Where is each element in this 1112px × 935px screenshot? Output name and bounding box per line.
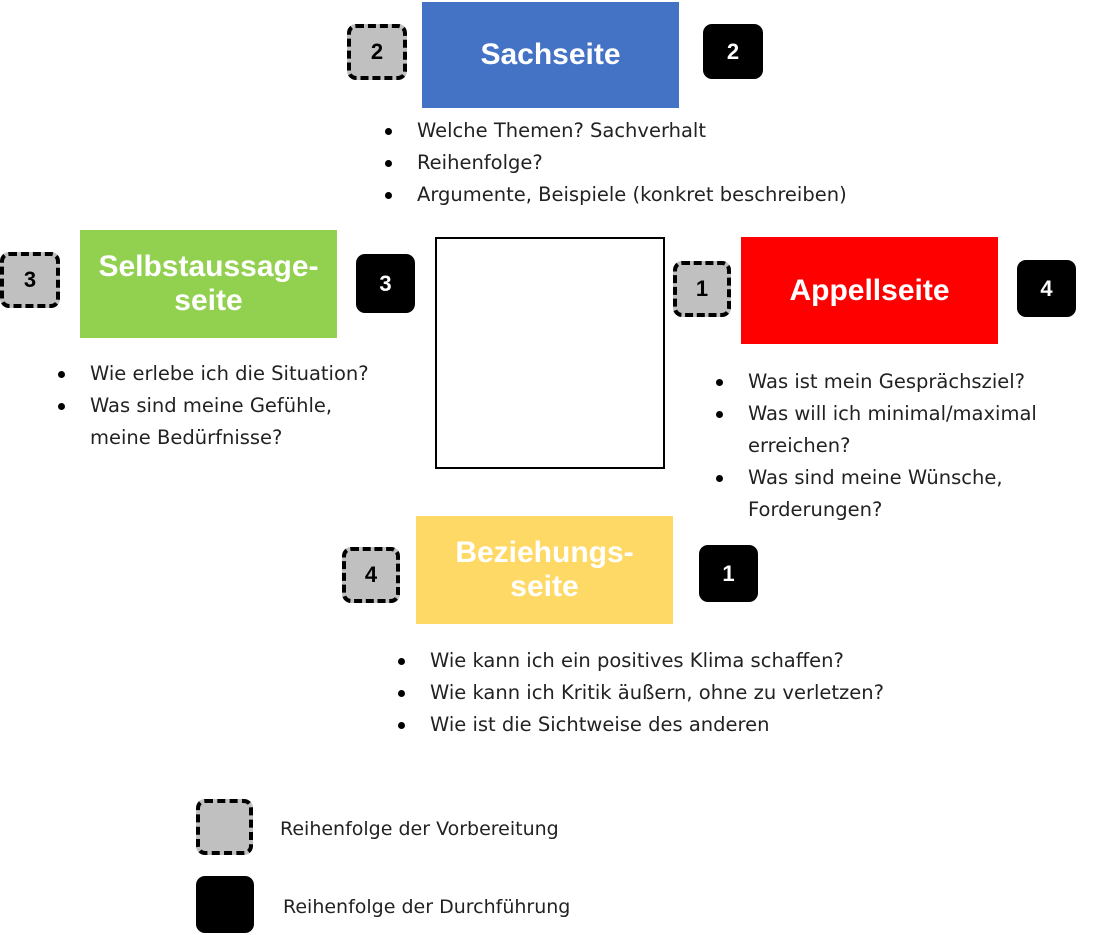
list-item: Was sind meine Wünsche, Forderungen? — [716, 462, 1058, 526]
selbstaussageseite-box: Selbstaussage- seite — [80, 230, 337, 338]
beziehung-bullet-list: Wie kann ich ein positives Klima schaffe… — [398, 645, 998, 741]
list-item: Was ist mein Gesprächsziel? — [716, 366, 1106, 398]
appell-prep-order-badge: 1 — [673, 261, 731, 317]
selbst-bullet-list: Wie erlebe ich die Situation? Was sind m… — [58, 358, 428, 454]
sach-prep-order-badge: 2 — [347, 24, 407, 80]
selbst-title-line1: Selbstaussage- — [98, 250, 319, 283]
selbst-prep-order-badge: 3 — [0, 252, 60, 308]
list-item: Wie ist die Sichtweise des anderen — [398, 709, 998, 741]
list-item: Wie kann ich Kritik äußern, ohne zu verl… — [398, 677, 998, 709]
center-box — [435, 237, 665, 469]
sachseite-box: Sachseite — [422, 2, 679, 108]
appellseite-title: Appellseite — [789, 273, 950, 307]
sachseite-title: Sachseite — [480, 38, 621, 71]
legend-exec-swatch — [196, 876, 254, 933]
appellseite-box: Appellseite — [741, 237, 998, 344]
sach-bullet-list: Welche Themen? Sachverhalt Reihenfolge? … — [385, 115, 945, 211]
beziehung-title-line2: seite — [510, 570, 579, 603]
legend-prep-label: Reihenfolge der Vorbereitung — [280, 818, 559, 840]
beziehung-exec-order-badge: 1 — [699, 545, 758, 602]
list-item: Argumente, Beispiele (konkret beschreibe… — [385, 179, 945, 211]
beziehung-title-line1: Beziehungs- — [455, 536, 634, 569]
appell-bullet-list: Was ist mein Gesprächsziel? Was will ich… — [716, 366, 1106, 526]
legend-prep-swatch — [196, 799, 253, 855]
list-item: Wie erlebe ich die Situation? — [58, 358, 428, 390]
appell-exec-order-badge: 4 — [1017, 260, 1076, 317]
list-item: Welche Themen? Sachverhalt — [385, 115, 945, 147]
beziehungsseite-box: Beziehungs- seite — [416, 516, 673, 624]
list-item: Wie kann ich ein positives Klima schaffe… — [398, 645, 998, 677]
selbst-exec-order-badge: 3 — [356, 254, 415, 313]
list-item: Was sind meine Gefühle, meine Bedürfniss… — [58, 390, 360, 454]
beziehung-prep-order-badge: 4 — [342, 547, 400, 603]
selbst-title-line2: seite — [174, 284, 243, 317]
legend-exec-label: Reihenfolge der Durchführung — [283, 896, 571, 918]
sach-exec-order-badge: 2 — [703, 24, 763, 79]
list-item: Reihenfolge? — [385, 147, 945, 179]
list-item: Was will ich minimal/maximal erreichen? — [716, 398, 1088, 462]
